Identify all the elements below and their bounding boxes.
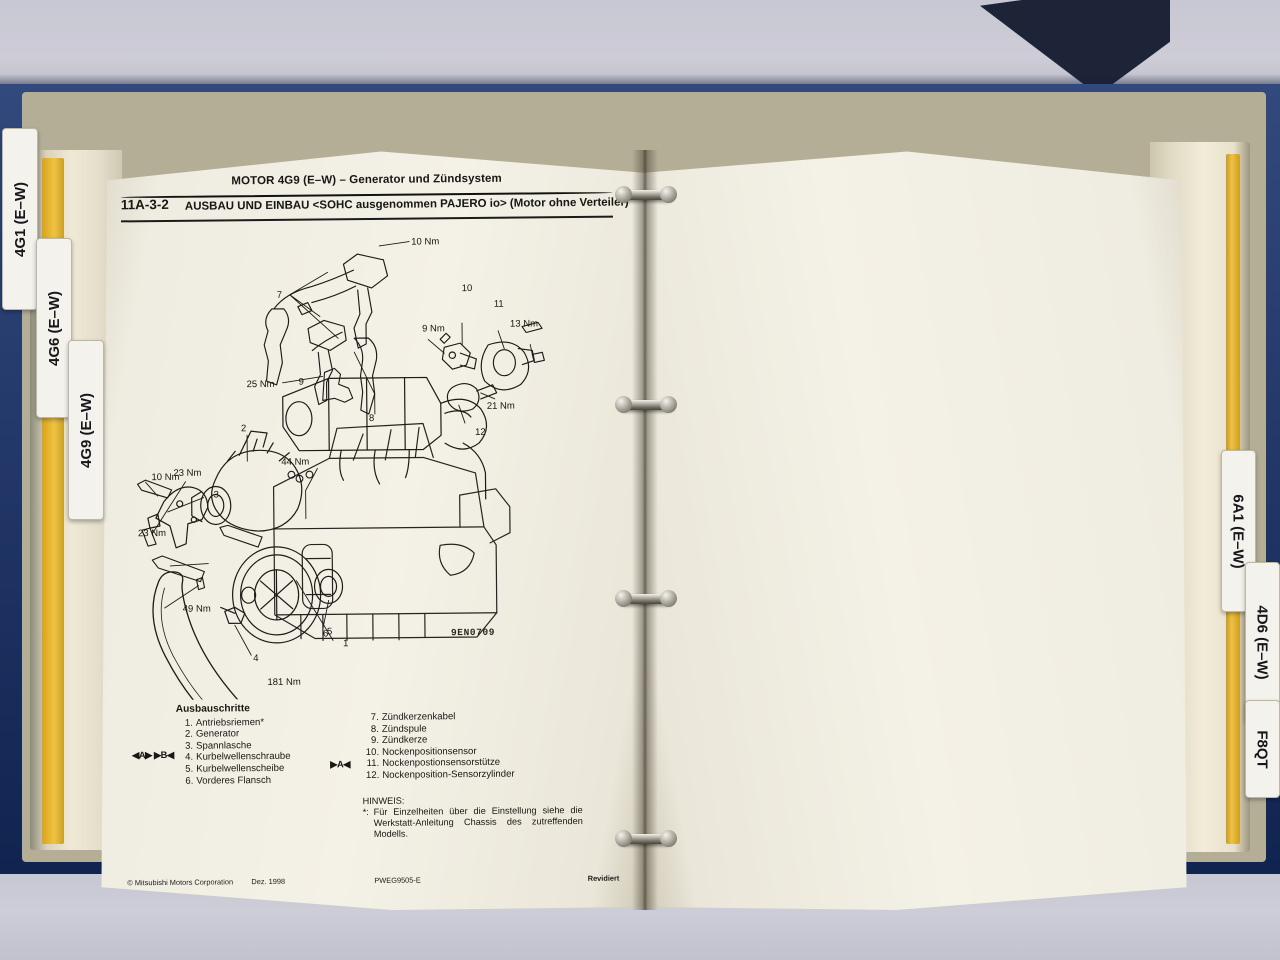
svg-text:44 Nm: 44 Nm	[281, 457, 309, 468]
left-note-star: *:	[362, 807, 369, 818]
left-footer-copyright: © Mitsubishi Motors Corporation	[127, 877, 234, 888]
left-note-text: Für Einzelheiten über die Einstellung si…	[373, 804, 583, 839]
index-tab-f8qt-label: F8QT	[1254, 729, 1271, 769]
index-tab-4d6[interactable]: 4D6 (E–W)	[1245, 562, 1280, 722]
left-list-1: 1.Antriebsriemen* 2.Generator 3.Spannlas…	[176, 716, 367, 787]
left-removal-steps-column-2: 7.Zündkerzenkabel 8.Zündspule 9.Zündkerz…	[362, 710, 573, 782]
binder-ring-3[interactable]	[615, 590, 677, 607]
svg-text:181 Nm: 181 Nm	[267, 677, 300, 688]
index-tab-6a1-label: 6A1 (E–W)	[1230, 493, 1247, 569]
binder-ring-1[interactable]	[615, 186, 677, 203]
open-page-spread: MOTOR 4G9 (E–W) – Generator und Zündsyst…	[96, 150, 1192, 910]
svg-text:49 Nm: 49 Nm	[183, 604, 211, 615]
page-gutter-shadow	[632, 150, 658, 910]
left-page[interactable]: MOTOR 4G9 (E–W) – Generator und Zündsyst…	[101, 151, 644, 910]
svg-text:7: 7	[277, 290, 282, 301]
svg-text:3: 3	[214, 489, 219, 500]
svg-text:25 Nm: 25 Nm	[247, 379, 275, 390]
left-exploded-view-figure: 10 Nm 7 10 11 9 Nm 13 Nm 25 Nm 9 8 21 Nm…	[121, 226, 617, 701]
right-page[interactable]: MOTOR 4G9 (E–W) – Generator und Zündsyst…	[644, 151, 1187, 910]
index-tab-4g1-label: 4G1 (E–W)	[11, 181, 29, 257]
left-list-2: 7.Zündkerzenkabel 8.Zündspule 9.Zündkerz…	[362, 710, 573, 782]
index-tab-4g9[interactable]: 4G9 (E–W)	[68, 340, 104, 520]
left-section-title: AUSBAU UND EINBAU <SOHC ausgenommen PAJE…	[184, 196, 629, 213]
svg-text:5: 5	[327, 626, 332, 637]
svg-text:13 Nm: 13 Nm	[510, 318, 538, 329]
index-tab-4g6[interactable]: 4G6 (E–W)	[36, 238, 72, 418]
index-tab-4g6-label: 4G6 (E–W)	[45, 290, 63, 366]
left-marker-a: ▶A◀	[330, 758, 350, 770]
list-item: 12.Nockenposition-Sensorzylinder	[365, 768, 515, 782]
svg-text:2: 2	[241, 423, 246, 434]
svg-text:6: 6	[323, 628, 328, 639]
service-manual-binder[interactable]: MOTOR 4G9 (E–W) – Generator und Zündsyst…	[0, 72, 1280, 910]
svg-text:21 Nm: 21 Nm	[487, 401, 515, 412]
svg-text:10: 10	[462, 283, 473, 294]
binder-ring-4[interactable]	[615, 830, 677, 847]
index-tab-4g9-label: 4G9 (E–W)	[77, 392, 95, 468]
svg-text:23 Nm: 23 Nm	[138, 528, 166, 539]
svg-text:11: 11	[494, 299, 504, 310]
left-page-number: 11A-3-2	[120, 196, 169, 213]
left-running-head: MOTOR 4G9 (E–W) – Generator und Zündsyst…	[231, 172, 502, 188]
left-page-footer: © Mitsubishi Motors Corporation Dez. 199…	[127, 874, 619, 893]
svg-text:8: 8	[369, 413, 374, 424]
left-removal-steps-column-1: Ausbauschritte 1.Antriebsriemen* 2.Gener…	[176, 702, 367, 787]
left-parts-lists: Ausbauschritte 1.Antriebsriemen* 2.Gener…	[126, 700, 619, 797]
left-footer-docid: PWEG9505-E	[374, 875, 421, 885]
svg-text:4: 4	[253, 653, 258, 664]
svg-text:12: 12	[475, 427, 486, 438]
left-page-header: MOTOR 4G9 (E–W) – Generator und Zündsyst…	[120, 173, 629, 225]
svg-text:9: 9	[299, 377, 304, 388]
svg-text:10 Nm: 10 Nm	[411, 236, 439, 247]
left-footer-status: Revidiert	[587, 873, 620, 883]
index-tab-4g1[interactable]: 4G1 (E–W)	[2, 128, 38, 310]
header-rule-bottom	[121, 215, 613, 222]
left-marker-ab: ◀A▶ ▶B◀	[132, 748, 174, 761]
list-item: 6.Vorderes Flansch	[185, 774, 272, 787]
left-figure-code: 9EN0709	[450, 626, 496, 639]
left-figure-svg: 10 Nm 7 10 11 9 Nm 13 Nm 25 Nm 9 8 21 Nm…	[136, 236, 545, 701]
index-tab-4d6-label: 4D6 (E–W)	[1254, 604, 1271, 680]
binder-ring-2[interactable]	[615, 396, 677, 413]
svg-text:9 Nm: 9 Nm	[422, 323, 445, 334]
left-note-block: HINWEIS: *: Für Einzelheiten über die Ei…	[363, 794, 583, 840]
svg-text:1: 1	[343, 638, 348, 649]
index-tab-f8qt[interactable]: F8QT	[1245, 700, 1280, 798]
left-footer-date: Dez. 1998	[251, 876, 286, 887]
svg-text:10 Nm: 10 Nm	[151, 472, 179, 483]
svg-text:23 Nm: 23 Nm	[173, 468, 201, 479]
left-list-heading: Ausbauschritte	[175, 703, 250, 715]
